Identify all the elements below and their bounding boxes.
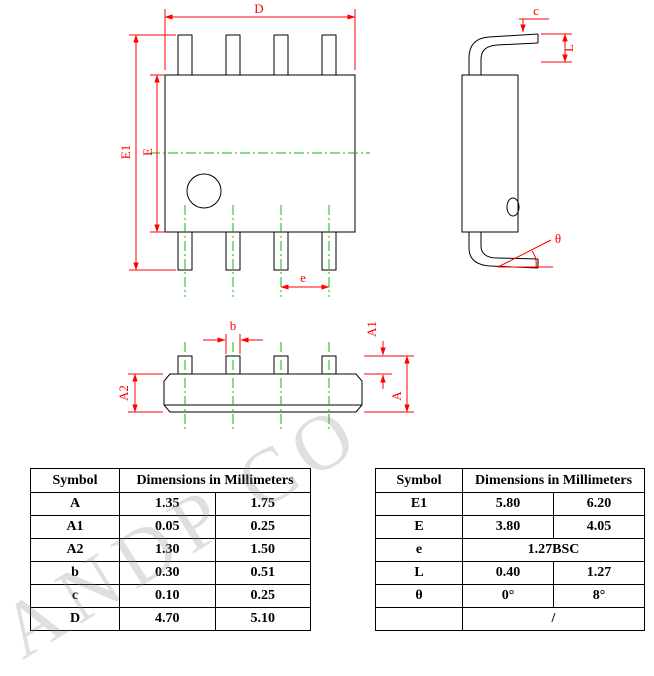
max-cell: 1.75: [214, 492, 311, 516]
dim-label-A2: A2: [116, 385, 131, 401]
max-cell: 4.05: [553, 515, 645, 539]
top-view-dimensions: D E1 E e: [118, 1, 356, 290]
symbol-cell: A1: [30, 515, 120, 539]
pin: [225, 34, 241, 76]
table-row: A2 1.30 1.50: [30, 538, 311, 562]
table-row: /: [375, 607, 645, 631]
package-body-side: [461, 74, 519, 233]
table-row: E1 5.80 6.20: [375, 492, 645, 516]
dim-label-theta: θ: [555, 231, 561, 246]
table-row: A 1.35 1.75: [30, 492, 311, 516]
max-cell: 5.10: [214, 607, 311, 631]
dim-label-A1: A1: [364, 321, 379, 337]
table-header-row: Symbol Dimensions in Millimeters: [375, 468, 645, 493]
table-row: e 1.27BSC: [375, 538, 645, 562]
symbol-cell: c: [30, 584, 120, 608]
min-cell: 0.10: [119, 584, 216, 608]
table-row: L 0.40 1.27: [375, 561, 645, 585]
dim-label-A: A: [389, 391, 404, 401]
dimension-tables: Symbol Dimensions in Millimeters A 1.35 …: [0, 468, 654, 633]
table-row: A1 0.05 0.25: [30, 515, 311, 539]
min-cell: 5.80: [462, 492, 554, 516]
symbol-cell: A: [30, 492, 120, 516]
table-row: E 3.80 4.05: [375, 515, 645, 539]
symbol-cell: A2: [30, 538, 120, 562]
table-row: c 0.10 0.25: [30, 584, 311, 608]
top-view: D E1 E e: [118, 1, 370, 297]
package-outline-drawing: D E1 E e: [116, 1, 576, 432]
package-body-front: [163, 373, 363, 413]
dim-label-b: b: [230, 318, 237, 333]
front-view-dimensions: b A2 A A1: [116, 318, 414, 413]
side-view: c L θ: [461, 3, 576, 269]
max-cell: 8°: [553, 584, 645, 608]
max-cell: 1.50: [214, 538, 311, 562]
dim-label-c: c: [533, 3, 539, 18]
table-header-row: Symbol Dimensions in Millimeters: [30, 468, 311, 493]
dim-label-L: L: [561, 44, 576, 52]
max-cell: 0.25: [214, 584, 311, 608]
gate-mark: [506, 197, 520, 217]
table-row: b 0.30 0.51: [30, 561, 311, 585]
pin: [177, 34, 193, 76]
symbol-cell: E1: [375, 492, 463, 516]
side-view-dimensions: c L θ: [497, 3, 576, 268]
symbol-cell: [375, 607, 463, 631]
front-view-centerlines: [184, 342, 330, 432]
pin: [321, 34, 337, 76]
min-cell: 3.80: [462, 515, 554, 539]
table-row: θ 0° 8°: [375, 584, 645, 608]
side-view-outline: [461, 33, 539, 269]
min-cell: 0°: [462, 584, 554, 608]
dim-label-D: D: [254, 1, 263, 16]
table-header-dimensions: Dimensions in Millimeters: [119, 468, 311, 493]
dimension-table-right: Symbol Dimensions in Millimeters E1 5.80…: [375, 468, 645, 631]
symbol-cell: θ: [375, 584, 463, 608]
dim-label-e: e: [300, 270, 306, 285]
min-cell: 0.30: [119, 561, 216, 585]
table-header-symbol: Symbol: [375, 468, 463, 493]
front-view: b A2 A A1: [116, 318, 414, 432]
symbol-cell: D: [30, 607, 120, 631]
dim-label-E: E: [140, 148, 155, 156]
max-cell: 1.27: [553, 561, 645, 585]
table-header-dimensions: Dimensions in Millimeters: [462, 468, 645, 493]
min-cell: 4.70: [119, 607, 216, 631]
table-header-symbol: Symbol: [30, 468, 120, 493]
min-cell: 0.40: [462, 561, 554, 585]
min-cell: 0.05: [119, 515, 216, 539]
merged-cell: 1.27BSC: [462, 538, 645, 562]
max-cell: 6.20: [553, 492, 645, 516]
pin: [273, 34, 289, 76]
merged-cell: /: [462, 607, 645, 631]
max-cell: 0.25: [214, 515, 311, 539]
symbol-cell: L: [375, 561, 463, 585]
max-cell: 0.51: [214, 561, 311, 585]
table-row: D 4.70 5.10: [30, 607, 311, 631]
symbol-cell: E: [375, 515, 463, 539]
dimension-table-left: Symbol Dimensions in Millimeters A 1.35 …: [30, 468, 311, 631]
top-view-centerlines: [150, 152, 370, 297]
dim-label-E1: E1: [118, 145, 133, 159]
min-cell: 1.35: [119, 492, 216, 516]
min-cell: 1.30: [119, 538, 216, 562]
symbol-cell: b: [30, 561, 120, 585]
symbol-cell: e: [375, 538, 463, 562]
front-view-outline: [163, 355, 363, 413]
pin1-marker: [186, 173, 222, 209]
